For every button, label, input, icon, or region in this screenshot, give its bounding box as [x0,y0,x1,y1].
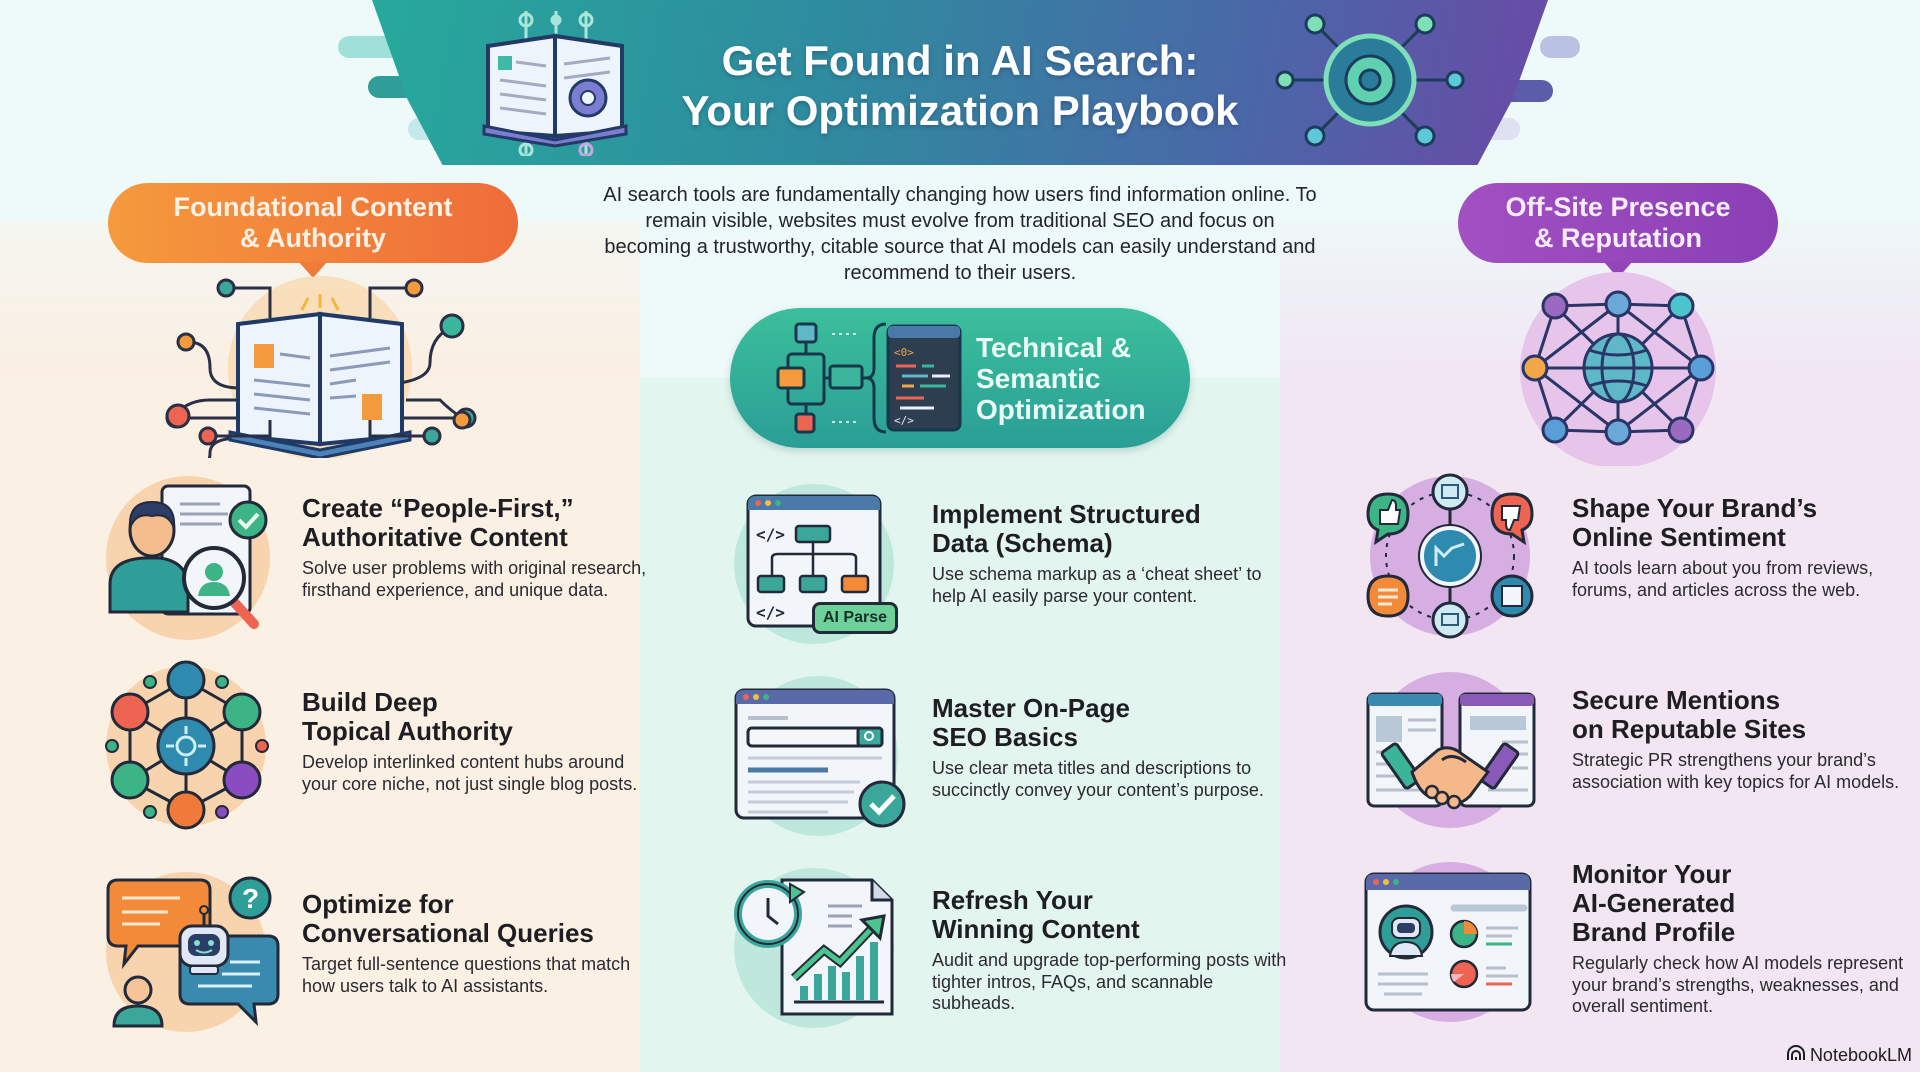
search-page-check-icon [732,670,912,840]
item-description: Target full-sentence questions that matc… [302,954,631,996]
title-line: Secure Mentions [1572,685,1781,715]
item-title: Monitor Your AI-Generated Brand Profile [1572,860,1920,947]
svg-text:<0>: <0> [894,346,914,359]
list-item-brand-sentiment: Shape Your Brand’s Online Sentiment AI t… [1362,470,1920,640]
svg-text:</>: </> [756,603,785,622]
open-book-gear-icon [470,6,640,158]
robot-dashboard-icon [1362,852,1542,1032]
column-heading-foundational: Foundational Content & Authority [108,183,518,263]
item-text: Optimize for Conversational Queries Targ… [302,890,662,997]
heading-line: & Reputation [1534,223,1702,253]
item-title: Shape Your Brand’s Online Sentiment [1572,494,1920,552]
notebooklm-logo-icon [1786,1045,1806,1066]
heading-line: Foundational Content [173,192,453,222]
item-title: Create “People-First,” Authoritative Con… [302,494,662,552]
column-heading-off-site: Off-Site Presence & Reputation [1458,183,1778,263]
notebooklm-watermark: NotebookLM [1786,1045,1912,1066]
title-line: Online Sentiment [1572,522,1786,552]
svg-text:</>: </> [756,525,785,544]
item-description: Audit and upgrade top-performing posts w… [932,950,1287,1013]
heading-pointer [299,262,327,278]
heading-line: Technical & [976,331,1132,363]
title-line: Optimize for [302,889,454,919]
title-line: on Reputable Sites [1572,714,1807,744]
flowchart-code-window-icon: <0> </> [774,318,964,438]
item-text: Secure Mentions on Reputable Sites Strat… [1572,686,1920,793]
title-line: Topical Authority [302,716,513,746]
item-text: Create “People-First,” Authoritative Con… [302,494,662,601]
title-line: Conversational Queries [302,918,594,948]
sentiment-hub-icon [1362,470,1542,640]
item-description: Strategic PR strengthens your brand’s as… [1572,750,1900,792]
item-description: Use schema markup as a ‘cheat sheet’ to … [932,564,1262,606]
list-item-on-page-seo: Master On-Page SEO Basics Use clear meta… [732,670,1292,840]
banner-decoration [1540,36,1580,58]
heading-line: Semantic [976,362,1101,394]
list-item-reputable-mentions: Secure Mentions on Reputable Sites Strat… [1362,664,1920,834]
title-line-2: Your Optimization Playbook [681,87,1239,134]
item-title: Secure Mentions on Reputable Sites [1572,686,1920,744]
list-item-topical-authority: Build Deep Topical Authority Develop int… [104,660,664,830]
title-line: Build Deep [302,687,438,717]
list-item-monitor-brand-profile: Monitor Your AI-Generated Brand Profile … [1362,852,1920,1032]
heading-line: Off-Site Presence [1505,192,1731,222]
chat-bubbles-robot-icon: ? [104,866,284,1036]
item-description: Solve user problems with original resear… [302,558,647,600]
gear-network-icon [1275,10,1465,150]
item-description: Use clear meta titles and descriptions t… [932,758,1264,800]
item-text: Build Deep Topical Authority Develop int… [302,688,662,795]
item-text: Implement Structured Data (Schema) Use s… [932,500,1292,607]
list-item-people-first-content: Create “People-First,” Authoritative Con… [104,472,664,642]
schema-tree-window-icon: </> </> AI Parse [732,478,912,648]
list-item-refresh-content: Refresh Your Winning Content Audit and u… [732,862,1292,1032]
item-text: Shape Your Brand’s Online Sentiment AI t… [1572,494,1920,601]
item-title: Optimize for Conversational Queries [302,890,662,948]
intro-paragraph: AI search tools are fundamentally changi… [603,184,1317,284]
list-item-conversational-queries: ? Optimize for Conversational Queries Ta… [104,866,664,1036]
item-title: Master On-Page SEO Basics [932,694,1292,752]
page-title: Get Found in AI Search: Your Optimizatio… [600,36,1320,136]
brand-name: NotebookLM [1809,1045,1912,1065]
title-line: Winning Content [932,914,1140,944]
item-title: Refresh Your Winning Content [932,886,1292,944]
item-text: Master On-Page SEO Basics Use clear meta… [932,694,1292,801]
list-item-structured-data: </> </> AI Parse Implement Structured Da… [732,478,1292,648]
title-line: Create “People-First,” [302,493,574,523]
ai-parse-badge: AI Parse [812,602,898,634]
refresh-clock-growth-chart-icon [732,862,912,1032]
title-line: Implement Structured [932,499,1201,529]
item-title: Implement Structured Data (Schema) [932,500,1292,558]
title-line: Authoritative Content [302,522,568,552]
title-line: AI-Generated [1572,888,1736,918]
title-line: Refresh Your [932,885,1093,915]
svg-text:</>: </> [894,414,914,427]
globe-network-icon [1515,270,1721,468]
item-text: Refresh Your Winning Content Audit and u… [932,886,1292,1015]
person-document-magnifier-icon [104,472,284,642]
title-line: Monitor Your [1572,859,1732,889]
item-description: Regularly check how AI models represent … [1572,953,1904,1016]
item-title: Build Deep Topical Authority [302,688,662,746]
item-description: AI tools learn about you from reviews, f… [1572,558,1874,600]
title-line-1: Get Found in AI Search: [721,37,1199,84]
handshake-websites-icon [1362,664,1542,834]
heading-line: Optimization [976,393,1146,425]
item-description: Develop interlinked content hubs around … [302,752,638,794]
title-line: Master On-Page [932,693,1130,723]
network-connector-lines [165,398,472,446]
title-line: Data (Schema) [932,528,1113,558]
svg-text:?: ? [242,883,259,914]
heading-line: & Authority [240,223,386,253]
topic-hub-network-icon [104,660,284,830]
title-line: SEO Basics [932,722,1078,752]
item-text: Monitor Your AI-Generated Brand Profile … [1572,860,1920,1018]
title-line: Brand Profile [1572,917,1736,947]
title-line: Shape Your Brand’s [1572,493,1818,523]
